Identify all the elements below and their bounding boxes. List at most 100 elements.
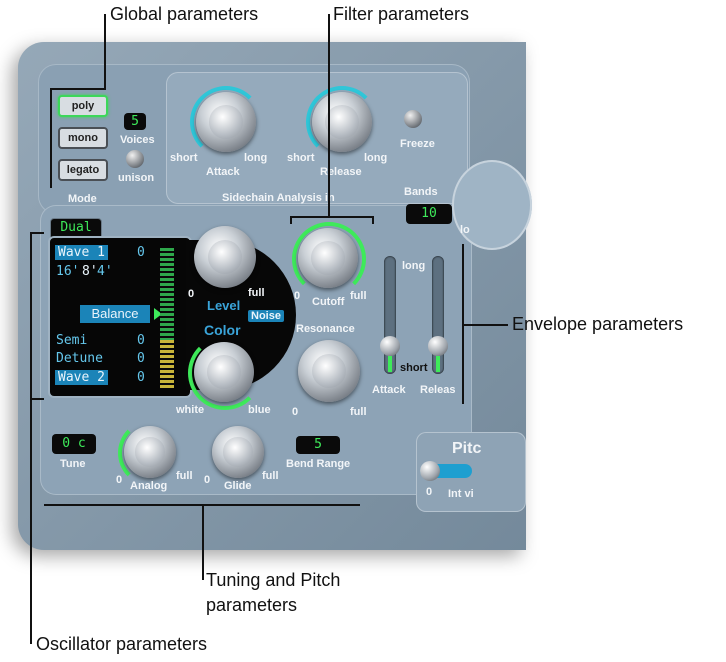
wave2-row: Wave 2: [55, 370, 108, 385]
envelope-callout-line: [464, 324, 508, 326]
resonance-min: 0: [292, 406, 299, 418]
voices-label: Voices: [120, 134, 155, 146]
legato-button[interactable]: legato: [58, 159, 108, 181]
freeze-label: Freeze: [400, 138, 435, 150]
color-max: blue: [248, 404, 271, 416]
detune-value[interactable]: 0: [137, 351, 145, 366]
cutoff-min: 0: [294, 290, 301, 302]
balance-control[interactable]: Balance: [80, 305, 150, 323]
poly-button[interactable]: poly: [58, 95, 108, 117]
attack-long-label: long: [244, 152, 268, 164]
env-release-fill: [436, 356, 440, 372]
int-zero-label: 0: [426, 486, 433, 498]
env-attack-fill: [388, 356, 392, 372]
env-long-label: long: [402, 260, 426, 272]
color-label: Color: [204, 322, 241, 338]
analog-ring: [118, 420, 184, 486]
analog-knob[interactable]: [124, 426, 176, 478]
filter-bracket-left: [290, 216, 292, 224]
wave2-label[interactable]: Wave 2: [55, 370, 108, 385]
sidechain-title: Sidechain Analysis in: [222, 192, 335, 204]
detune-label: Detune: [56, 351, 103, 366]
band-dial: [452, 160, 532, 250]
glide-label: Glide: [224, 480, 252, 492]
analog-min: 0: [116, 474, 123, 486]
env-release-slider-handle[interactable]: [428, 336, 448, 356]
oscillator-parameters-annotation: Oscillator parameters: [36, 634, 208, 654]
sidechain-attack-knob[interactable]: [196, 92, 256, 152]
envelope-bracket: [462, 244, 464, 404]
unison-label: unison: [118, 172, 155, 184]
global-bracket-left: [50, 88, 52, 188]
oscillator-bracket-bottom: [30, 398, 44, 400]
attack-ring: [190, 86, 262, 158]
level-knob[interactable]: [194, 226, 256, 288]
low-label: lo: [460, 224, 470, 236]
mode-label: Mode: [68, 193, 97, 205]
tuning-bracket: [44, 504, 360, 506]
sidechain-attack-label: Attack: [206, 166, 240, 178]
env-release-label: Releas: [420, 384, 456, 396]
wave1-row: Wave 1: [55, 245, 108, 260]
envelope-parameters-annotation: Envelope parameters: [512, 314, 684, 334]
level-label: Level: [207, 298, 241, 313]
wave1-label[interactable]: Wave 1: [55, 245, 108, 260]
cutoff-max: full: [350, 290, 367, 302]
cutoff-knob[interactable]: [298, 228, 358, 288]
release-long-label: long: [364, 152, 388, 164]
tune-display[interactable]: 0 c: [52, 434, 96, 454]
env-attack-label: Attack: [372, 384, 406, 396]
filter-bracket: [290, 216, 374, 218]
bands-display[interactable]: 10: [406, 204, 452, 224]
unison-button[interactable]: [126, 150, 144, 168]
wave1-value[interactable]: 0: [137, 245, 145, 260]
tuning-annotation-line2: parameters: [206, 595, 298, 615]
color-knob[interactable]: [194, 342, 254, 402]
tuning-annotation-line1: Tuning and Pitch: [206, 570, 341, 590]
release-short-label: short: [287, 152, 315, 164]
dual-tab[interactable]: Dual: [50, 218, 102, 238]
resonance-knob[interactable]: [298, 340, 360, 402]
balance-pointer-icon: [154, 308, 162, 320]
global-callout-line: [104, 14, 106, 90]
semi-value[interactable]: 0: [137, 333, 145, 348]
glide-max: full: [262, 470, 279, 482]
tuning-callout-line: [202, 504, 204, 580]
env-attack-slider-handle[interactable]: [380, 336, 400, 356]
freeze-button[interactable]: [404, 110, 422, 128]
analog-max: full: [176, 470, 193, 482]
resonance-label: Resonance: [296, 323, 355, 335]
color-ring: [188, 336, 262, 410]
voices-display[interactable]: 5: [124, 113, 146, 130]
attack-short-label: short: [170, 152, 198, 164]
glide-min: 0: [204, 474, 211, 486]
bands-label: Bands: [404, 186, 438, 198]
mono-button[interactable]: mono: [58, 127, 108, 149]
wave2-value[interactable]: 0: [137, 370, 145, 385]
bend-range-display[interactable]: 5: [296, 436, 340, 454]
balance-meter-low: [160, 340, 174, 388]
octave-4[interactable]: 4': [97, 264, 113, 279]
tune-label: Tune: [60, 458, 86, 470]
bend-range-label: Bend Range: [286, 458, 351, 470]
filter-parameters-annotation: Filter parameters: [333, 4, 470, 24]
pitch-label: Pitc: [452, 440, 482, 457]
glide-knob[interactable]: [212, 426, 264, 478]
resonance-max: full: [350, 406, 367, 418]
sidechain-release-knob[interactable]: [312, 92, 372, 152]
level-min: 0: [188, 288, 195, 300]
level-max: full: [248, 287, 265, 299]
semi-label: Semi: [56, 333, 88, 348]
int-via-handle[interactable]: [420, 461, 440, 481]
analog-label: Analog: [130, 480, 168, 492]
cutoff-ring: [292, 222, 366, 296]
noise-label: Noise: [248, 310, 284, 322]
filter-callout-line: [328, 14, 330, 216]
octave-16[interactable]: 16': [56, 264, 80, 279]
color-min: white: [176, 404, 205, 416]
octave-8[interactable]: 8': [82, 264, 98, 279]
release-ring: [306, 86, 378, 158]
int-via-label: Int vi: [448, 488, 474, 500]
global-bracket-top: [50, 88, 106, 90]
env-short-label: short: [400, 362, 428, 374]
